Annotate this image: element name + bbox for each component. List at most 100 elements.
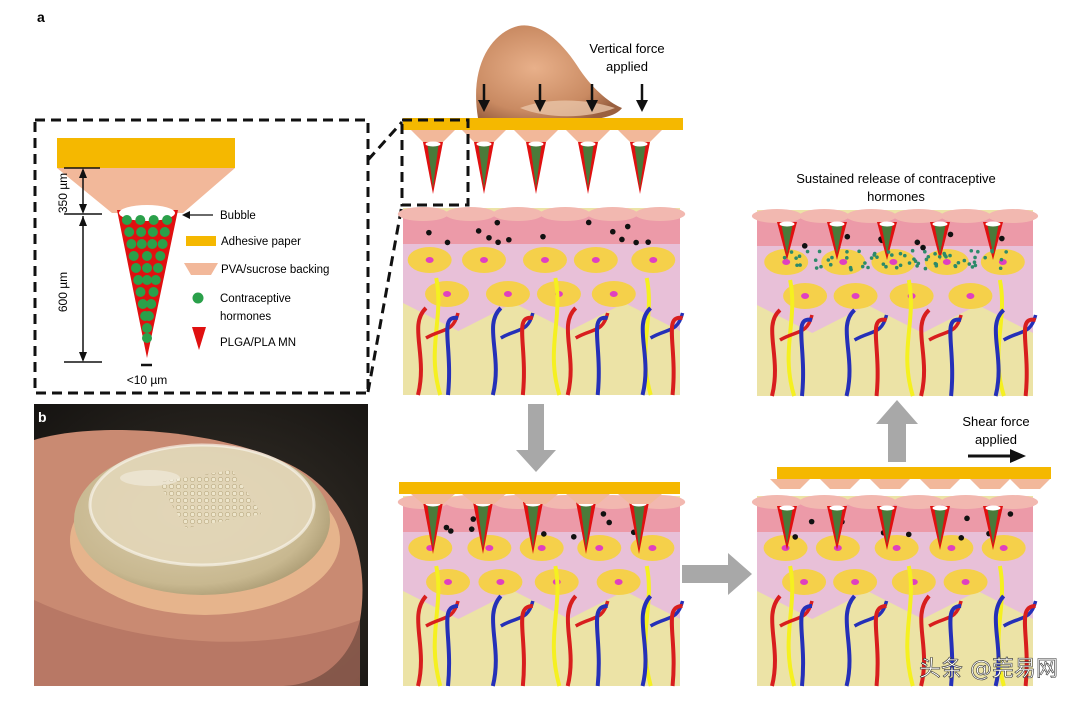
cell-nucleus: [999, 545, 1008, 551]
released-hormone: [898, 251, 903, 256]
released-hormone: [934, 264, 939, 268]
released-hormone: [923, 249, 927, 254]
blood-vessel: [490, 306, 503, 396]
blood-vessel: [770, 594, 782, 687]
cell-nucleus: [614, 579, 623, 585]
hormone-depot: [606, 519, 612, 526]
stratum-corneum: [987, 495, 1039, 509]
needle-core: [987, 509, 999, 544]
cell-nucleus: [648, 545, 657, 551]
hormone-depot: [808, 518, 815, 525]
released-hormone: [884, 264, 888, 269]
released-hormone: [907, 261, 912, 265]
released-hormone: [819, 264, 823, 269]
blood-vessel: [873, 604, 887, 687]
released-hormone: [998, 266, 1003, 271]
stratum-corneum: [540, 207, 591, 221]
sustained-release-label-1: Sustained release of contraceptive: [796, 171, 995, 186]
hormone-depot: [600, 511, 607, 517]
released-hormone: [890, 253, 894, 257]
blood-vessel: [799, 317, 813, 397]
stratum-corneum: [940, 495, 991, 509]
hormone-dot: [136, 239, 147, 249]
backing-bump: [870, 479, 910, 489]
dim-tip-label: <10 µm: [127, 373, 168, 387]
needle-core: [934, 509, 946, 544]
released-hormone: [857, 249, 861, 254]
stratum-corneum: [799, 209, 850, 223]
hormone-dot: [142, 323, 152, 333]
shear-force-label-1: Shear force: [962, 414, 1029, 429]
released-hormone: [976, 249, 980, 254]
hormone-dot: [146, 299, 157, 309]
flow-arrows: [516, 400, 1026, 595]
needle-core: [781, 509, 793, 544]
needle-bubble: [779, 505, 795, 511]
hormone-dot: [155, 251, 166, 261]
blood-vessel: [799, 604, 813, 687]
needle-bubble: [632, 141, 648, 147]
force-arrowhead: [478, 100, 490, 112]
released-hormone: [845, 256, 849, 260]
hormone-dot: [142, 275, 152, 285]
released-hormone: [898, 263, 903, 268]
adhesive-bar: [777, 467, 1051, 479]
backing-bump: [462, 130, 506, 142]
blood-vessel: [844, 308, 857, 397]
cell-nucleus: [479, 257, 488, 263]
blood-vessel: [445, 604, 459, 687]
needle-bubble: [829, 505, 845, 511]
needle-core: [477, 505, 489, 548]
stratum-corneum: [634, 207, 686, 221]
released-hormone: [872, 253, 877, 257]
needle-bubble: [985, 505, 1001, 511]
skin-block-sustained-release: [751, 209, 1039, 397]
cell-nucleus: [444, 579, 453, 585]
cell-nucleus: [851, 293, 860, 299]
hormone-depot: [447, 528, 454, 534]
skin-block-before: [397, 207, 686, 396]
vertical-force-label-2: applied: [606, 59, 648, 74]
blood-vessel: [594, 315, 608, 396]
hormone-depot: [964, 515, 970, 522]
watermark: 头条 @莞易网: [919, 657, 1058, 682]
needle-core: [634, 145, 646, 188]
backing-bump: [618, 130, 662, 142]
released-hormone: [956, 260, 961, 265]
needle-core: [881, 509, 893, 544]
hormone-depot: [920, 244, 926, 251]
photo-panel: [34, 404, 368, 686]
released-hormone: [953, 264, 958, 269]
blood-vessel: [520, 315, 534, 396]
cell-nucleus: [892, 545, 901, 551]
cell-nucleus: [485, 545, 494, 551]
cell-nucleus: [966, 293, 975, 299]
blood-vessel: [416, 306, 428, 396]
microneedle-array: [158, 470, 262, 528]
released-hormone: [798, 263, 802, 267]
released-hormone: [805, 249, 810, 254]
stratum-corneum: [751, 495, 803, 509]
hormone-depot: [999, 235, 1005, 242]
hormone-dot: [159, 227, 170, 237]
needle-core: [781, 225, 793, 254]
released-hormone: [795, 263, 799, 268]
hormone-depot: [585, 219, 592, 226]
thumb: [476, 25, 622, 121]
hormone-dot: [137, 299, 148, 309]
stratum-corneum: [751, 209, 803, 223]
cell-nucleus: [800, 579, 809, 585]
backing-bump: [1010, 479, 1050, 489]
needle-core: [580, 505, 592, 548]
zoom-line: [366, 204, 404, 393]
nerve: [905, 565, 915, 687]
released-hormone: [969, 248, 974, 253]
released-hormone: [924, 257, 929, 262]
blood-vessel: [993, 308, 1006, 397]
released-hormone: [973, 263, 978, 268]
needle-core: [831, 509, 843, 544]
backing-bump: [566, 494, 610, 504]
legend-mn: PLGA/PLA MN: [220, 337, 296, 349]
panel-b-label: b: [38, 409, 47, 425]
